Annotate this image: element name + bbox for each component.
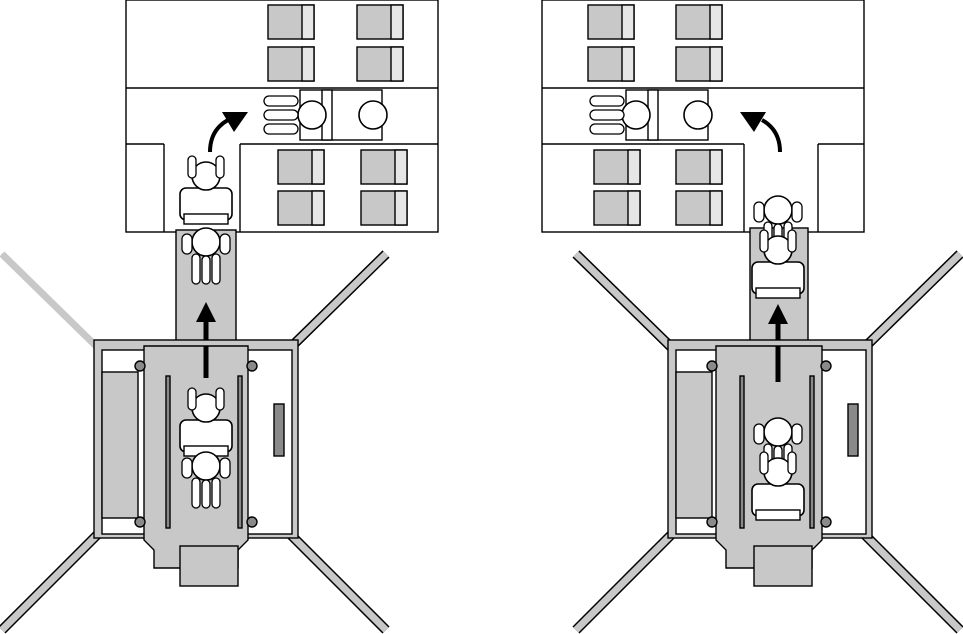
- passenger-doorway-right: [752, 196, 804, 298]
- passenger-lift-right: [752, 418, 804, 520]
- seated-passenger-right: [590, 90, 712, 140]
- seated-passenger-left: [264, 90, 387, 140]
- left-panel: [2, 0, 438, 630]
- passenger-doorway-left: [180, 156, 232, 224]
- right-panel: [542, 0, 960, 630]
